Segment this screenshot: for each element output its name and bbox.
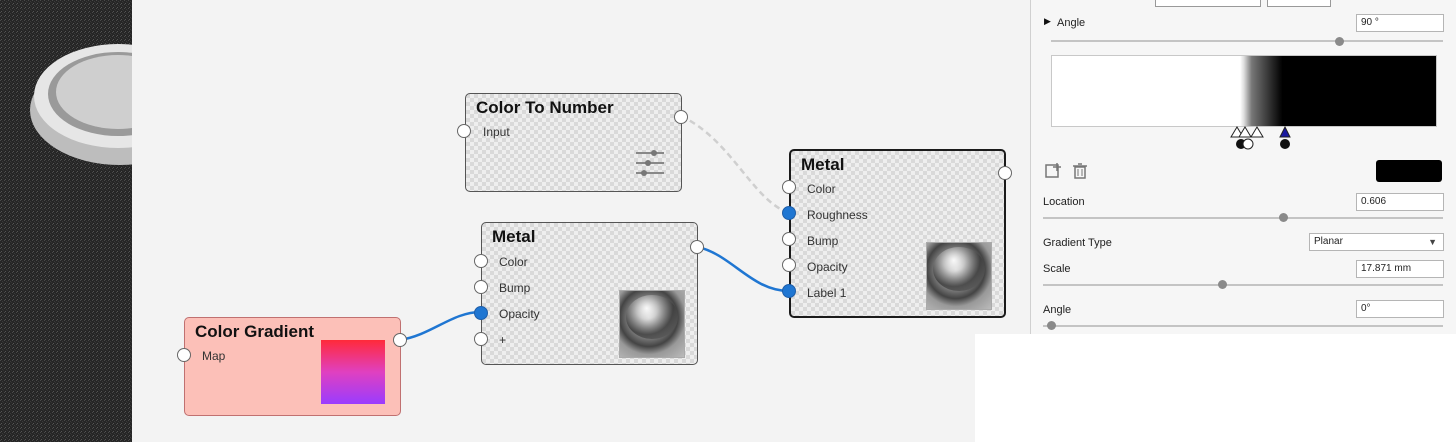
scale-slider-knob[interactable]	[1218, 280, 1227, 289]
port-label-roughness: Roughness	[807, 208, 868, 222]
port-color-gradient-map[interactable]	[177, 348, 191, 362]
port-label-bump: Bump	[807, 234, 839, 248]
angle-label: Angle	[1043, 304, 1072, 316]
port-label-map: Map	[202, 349, 226, 363]
gradient-ramp[interactable]	[1051, 55, 1437, 127]
expand-arrow-icon[interactable]: ▶	[1044, 16, 1051, 26]
port-label-add: +	[499, 333, 507, 347]
stop-color-swatch[interactable]	[1376, 160, 1442, 182]
angle-slider-knob[interactable]	[1047, 321, 1056, 330]
viewport-render	[0, 0, 132, 442]
port-metal-b-bump[interactable]	[782, 232, 796, 246]
port-metal-a-color[interactable]	[474, 254, 488, 268]
material-preview-thumbnail	[926, 242, 992, 310]
port-metal-a-output[interactable]	[690, 240, 704, 254]
properties-panel: ▶ Angle 90 ° Location 0.606 Gradient Typ…	[1030, 0, 1456, 334]
port-color-gradient-output[interactable]	[393, 333, 407, 347]
gradient-type-value: Planar	[1314, 236, 1343, 247]
node-metal-a[interactable]: Metal Color Bump Opacity +	[481, 222, 698, 365]
gradient-type-dropdown[interactable]: Planar ▼	[1309, 233, 1444, 251]
node-color-to-number[interactable]: Color To Number Input	[465, 93, 682, 192]
node-title: Metal	[801, 155, 845, 174]
angle-field[interactable]: 0°	[1356, 300, 1444, 318]
port-metal-a-bump[interactable]	[474, 280, 488, 294]
port-metal-b-roughness[interactable]	[782, 206, 796, 220]
port-metal-b-label1[interactable]	[782, 284, 796, 298]
node-metal-b[interactable]: Metal Color Roughness Bump Opacity Label…	[789, 149, 1006, 318]
port-metal-a-opacity[interactable]	[474, 306, 488, 320]
location-field[interactable]: 0.606	[1356, 193, 1444, 211]
trash-icon[interactable]	[1071, 162, 1089, 180]
node-title: Metal	[492, 227, 536, 246]
angle-top-label: Angle	[1057, 17, 1086, 29]
port-metal-a-add[interactable]	[474, 332, 488, 346]
port-metal-b-output[interactable]	[998, 166, 1012, 180]
angle-top-field[interactable]: 90 °	[1356, 14, 1444, 32]
port-label-opacity: Opacity	[807, 260, 848, 274]
node-title: Color Gradient	[195, 322, 315, 341]
port-label-label1: Label 1	[807, 286, 847, 300]
add-stop-icon[interactable]	[1045, 162, 1063, 180]
gradient-preview-swatch	[321, 340, 385, 404]
material-preview-thumbnail	[619, 290, 685, 358]
port-label-bump: Bump	[499, 281, 531, 295]
blank-area	[975, 334, 1456, 442]
node-color-gradient[interactable]: Color Gradient Map	[184, 317, 401, 416]
port-color-to-number-output[interactable]	[674, 110, 688, 124]
gradient-type-label: Gradient Type	[1043, 237, 1112, 249]
panel-top-button-1[interactable]	[1155, 0, 1261, 7]
port-metal-b-opacity[interactable]	[782, 258, 796, 272]
panel-top-button-2[interactable]	[1267, 0, 1331, 7]
angle-top-slider-knob[interactable]	[1335, 37, 1344, 46]
location-slider-track[interactable]	[1043, 217, 1443, 219]
viewport-3d[interactable]	[0, 0, 132, 442]
chevron-down-icon: ▼	[1428, 237, 1437, 247]
location-slider-knob[interactable]	[1279, 213, 1288, 222]
angle-slider-track[interactable]	[1043, 325, 1443, 327]
scale-slider-track[interactable]	[1043, 284, 1443, 286]
port-color-to-number-input[interactable]	[457, 124, 471, 138]
sliders-icon	[636, 150, 664, 176]
scale-label: Scale	[1043, 263, 1071, 275]
node-title: Color To Number	[476, 98, 614, 117]
location-label: Location	[1043, 196, 1085, 208]
port-metal-b-color[interactable]	[782, 180, 796, 194]
gradient-stop-markers[interactable]	[1229, 125, 1299, 153]
port-label-color: Color	[807, 182, 836, 196]
port-label-input: Input	[483, 125, 510, 139]
angle-top-slider-track[interactable]	[1051, 40, 1443, 42]
port-label-opacity: Opacity	[499, 307, 540, 321]
scale-field[interactable]: 17.871 mm	[1356, 260, 1444, 278]
port-label-color: Color	[499, 255, 528, 269]
